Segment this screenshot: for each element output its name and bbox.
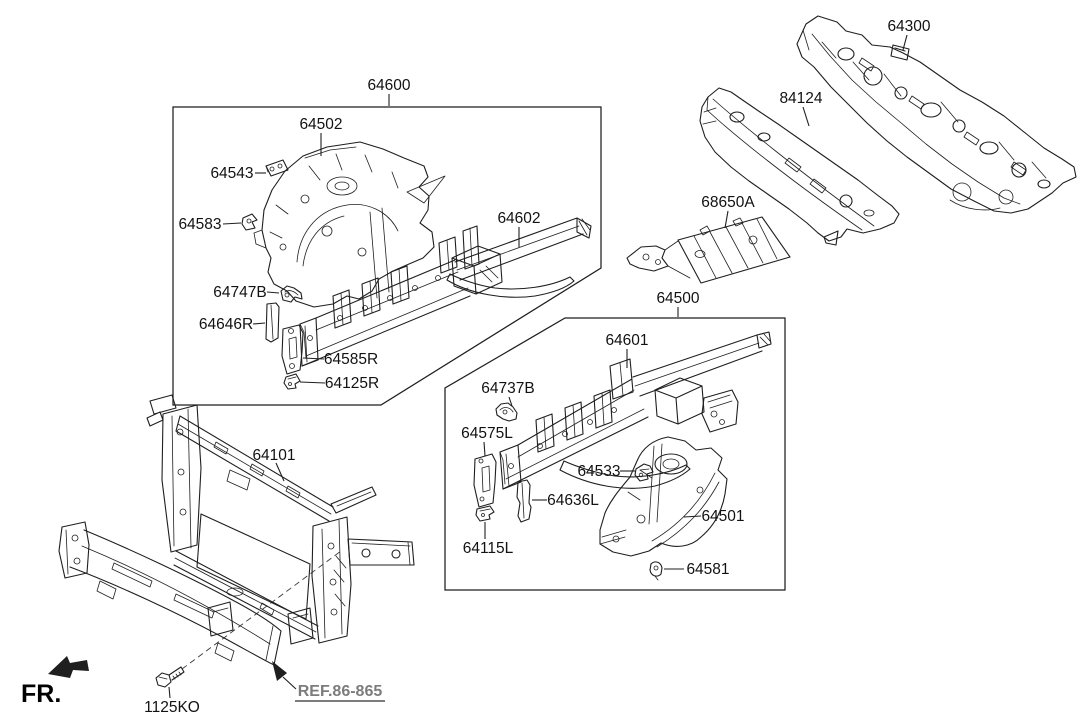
part-label-64101[interactable]: 64101: [252, 447, 295, 464]
part-label-64500[interactable]: 64500: [656, 290, 699, 307]
fender-apron-64501-drawing: [599, 436, 728, 557]
part-label-64502[interactable]: 64502: [299, 116, 342, 133]
part-label-64601[interactable]: 64601: [605, 332, 648, 349]
part-label-64125R[interactable]: 64125R: [325, 375, 379, 392]
bracket-64737B-drawing: [495, 402, 518, 422]
heat-protector-68650A-drawing: [626, 216, 791, 284]
part-label-64583[interactable]: 64583: [178, 216, 221, 233]
side-member-64601-drawing: [499, 331, 772, 490]
bracket-64543-drawing: [265, 159, 289, 177]
leader-84124: [802, 106, 810, 127]
part-label-1125KO[interactable]: 1125KO: [144, 699, 200, 716]
leader-64737B: [508, 396, 513, 407]
part-label-64747B[interactable]: 64747B: [213, 284, 266, 301]
assembly-dash-line: [181, 550, 342, 670]
leader-64646R: [252, 322, 266, 325]
dash-panel-64300-drawing: [796, 15, 1077, 214]
part-label-64575L[interactable]: 64575L: [461, 425, 513, 442]
part-labels: 64600 64502 64543 64583 64602 64747B 646…: [21, 18, 931, 716]
part-label-64300[interactable]: 64300: [887, 18, 930, 35]
plate-64585R-drawing: [281, 324, 304, 375]
leader-64125R: [299, 381, 326, 384]
plate-64575L-drawing: [473, 453, 497, 508]
leader-68650A: [724, 210, 729, 229]
bolt-1125KO-drawing: [155, 666, 185, 688]
part-label-64543[interactable]: 64543: [210, 165, 253, 182]
strip-64636L-drawing: [516, 479, 532, 523]
radiator-support-64101-drawing: [146, 394, 415, 645]
leader-64583: [222, 222, 242, 225]
ref-link-label[interactable]: REF.86-865: [298, 683, 383, 700]
bracket-64115L-drawing: [475, 505, 495, 522]
leader-64101: [275, 462, 285, 482]
part-label-84124[interactable]: 84124: [779, 90, 822, 107]
clip-64583-drawing: [241, 213, 258, 231]
bracket-64533-drawing: [634, 463, 654, 482]
side-member-64602-drawing: [299, 217, 592, 367]
front-direction-label: FR.: [21, 680, 61, 708]
bracket-64747B-drawing: [280, 285, 303, 303]
leader-1125KO: [168, 686, 171, 699]
part-label-64501[interactable]: 64501: [701, 508, 744, 525]
ref-callout: [272, 661, 385, 702]
callout-box-64600: [172, 106, 602, 406]
part-label-64646R[interactable]: 64646R: [199, 316, 253, 333]
leader-64575L: [483, 441, 486, 457]
leader-lines: [168, 34, 908, 699]
fender-apron-64502-drawing: [253, 141, 446, 308]
part-label-64636L[interactable]: 64636L: [547, 492, 599, 509]
part-label-68650A[interactable]: 68650A: [701, 194, 755, 211]
part-label-64115L[interactable]: 64115L: [463, 540, 514, 557]
part-label-64585R[interactable]: 64585R: [324, 351, 378, 368]
leader-64747B: [266, 291, 280, 294]
part-label-64602[interactable]: 64602: [497, 210, 540, 227]
clip-64581-drawing: [649, 561, 663, 581]
part-label-64600[interactable]: 64600: [367, 77, 410, 94]
bracket-64125R-drawing: [283, 373, 301, 390]
front-direction-arrow-icon: [48, 656, 89, 678]
part-label-64581[interactable]: 64581: [686, 561, 729, 578]
bumper-reinforcement-drawing: [58, 521, 282, 666]
ref-arrowhead-icon: [272, 661, 287, 681]
callout-box-64500: [444, 317, 786, 591]
part-label-64533[interactable]: 64533: [577, 463, 620, 480]
part-label-64737B[interactable]: 64737B: [481, 380, 534, 397]
dash-insulator-84124-drawing: [699, 87, 900, 246]
strip-64646R-drawing: [265, 302, 280, 343]
leader-64501: [683, 515, 702, 518]
